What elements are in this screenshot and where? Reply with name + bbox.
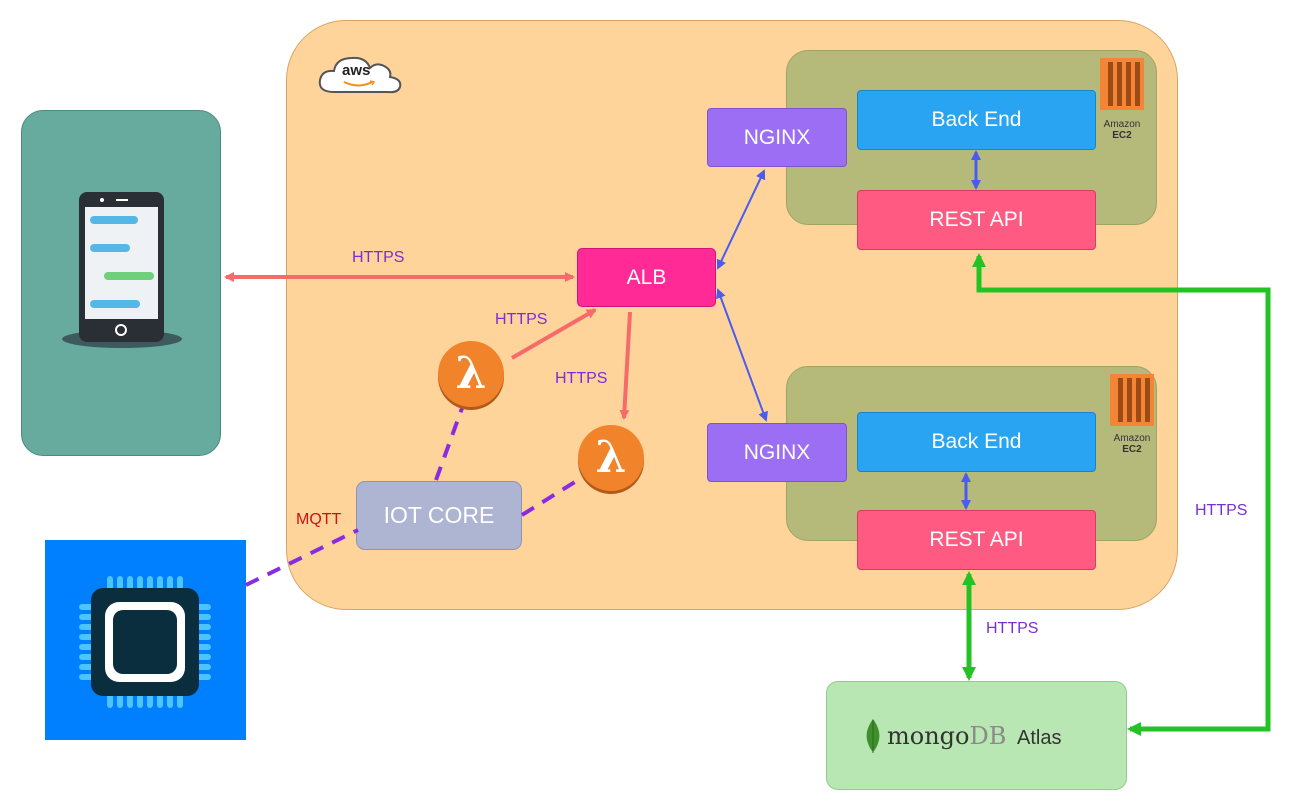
aws-logo-text: aws bbox=[342, 62, 371, 79]
label-mqtt: MQTT bbox=[296, 511, 342, 528]
edge-lambda-alb bbox=[510, 308, 597, 360]
aws-cloud-icon: aws bbox=[314, 52, 404, 98]
mongodb-leaf-icon bbox=[866, 719, 880, 753]
lambda-icon: λ bbox=[436, 340, 506, 410]
alb-node[interactable]: ALB bbox=[577, 248, 716, 307]
lambda-symbol: λ bbox=[455, 348, 487, 399]
edge-iot-lambda1 bbox=[434, 399, 467, 481]
edge-iot-lambda2 bbox=[520, 478, 580, 517]
smartphone-icon bbox=[62, 192, 182, 348]
backend-top-node[interactable]: Back End bbox=[857, 90, 1096, 150]
edge-alb-lambda bbox=[619, 311, 632, 420]
nginx-bottom-node[interactable]: NGINX bbox=[707, 423, 847, 482]
microchip-icon bbox=[79, 576, 211, 708]
label-https-lambda-alb: HTTPS bbox=[495, 311, 548, 328]
ec2-top-line2: EC2 bbox=[1112, 130, 1132, 141]
mobile-app-panel bbox=[21, 110, 221, 456]
edge-iot-device-mqtt bbox=[245, 528, 359, 587]
ec2-top-line1: Amazon bbox=[1103, 119, 1141, 130]
lambda-symbol: λ bbox=[595, 432, 627, 483]
iot-core-node[interactable]: IOT CORE bbox=[356, 481, 522, 550]
edge-alb-nginx-top bbox=[716, 169, 766, 270]
ec2-top-label: Amazon EC2 bbox=[1094, 119, 1150, 141]
aws-smile bbox=[343, 80, 376, 87]
restapi-top-node[interactable]: REST API bbox=[857, 190, 1096, 250]
label-https-phone-alb: HTTPS bbox=[352, 249, 405, 266]
edge-restapi-top-mongo bbox=[972, 253, 1271, 736]
mongo-word: mongo bbox=[887, 722, 970, 750]
nginx-top-node[interactable]: NGINX bbox=[707, 108, 847, 167]
iot-device-panel bbox=[45, 540, 246, 740]
ec2-top-icon bbox=[1098, 58, 1146, 110]
edge-alb-nginx-bottom bbox=[716, 288, 768, 422]
lambda-icon: λ bbox=[576, 424, 646, 494]
label-https-restapi-mongo-right: HTTPS bbox=[1195, 502, 1248, 519]
label-https-restapi-mongo: HTTPS bbox=[986, 620, 1039, 637]
label-https-alb-lambda: HTTPS bbox=[555, 370, 608, 387]
